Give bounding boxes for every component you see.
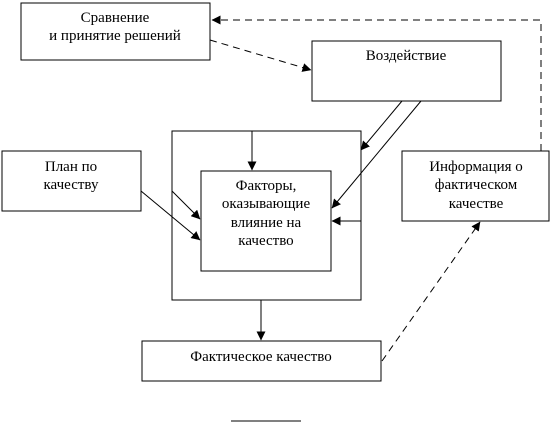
edge-plan-to-factors-upper: [171, 190, 201, 220]
edge-impact-to-frame: [360, 100, 403, 151]
node-factors-label-line-3: влияние на: [231, 215, 302, 231]
node-actual-info-label-line-3: качестве: [449, 196, 504, 212]
edge-actual-quality-to-actual-info: [381, 221, 481, 362]
node-quality-plan: План по качеству: [1, 150, 142, 212]
node-actual-info: Информация о фактическом качестве: [401, 150, 550, 222]
factors-outer-frame: [171, 130, 362, 301]
node-quality-plan-label-line-2: качеству: [44, 177, 99, 193]
node-factors-label-line-2: оказывающие: [222, 196, 311, 212]
node-actual-info-label-line-2: фактическом: [435, 177, 518, 193]
node-factors: Факторы, оказывающие влияние на качество: [200, 170, 332, 272]
node-impact: Воздействие: [311, 40, 502, 102]
node-factors-label-line-1: Факторы,: [236, 178, 297, 194]
edge-actual-info-to-comparison: [211, 15, 542, 151]
node-comparison-label-line-1: Сравнение: [81, 10, 150, 26]
node-impact-label: Воздействие: [366, 48, 447, 64]
edge-plan-to-factors-lower: [140, 190, 201, 241]
node-factors-label-line-4: качество: [238, 233, 293, 249]
node-actual-quality: Фактическое качество: [141, 340, 382, 382]
node-actual-quality-label: Фактическое качество: [190, 349, 331, 365]
node-actual-info-label-line-1: Информация о: [429, 159, 523, 175]
edge-comparison-to-impact: [209, 39, 312, 72]
node-comparison: Сравнение и принятие решений: [20, 2, 211, 61]
node-quality-plan-label-line-1: План по: [45, 159, 97, 175]
edge-impact-to-factors: [331, 100, 422, 209]
node-comparison-label-line-2: и принятие решений: [49, 28, 181, 44]
